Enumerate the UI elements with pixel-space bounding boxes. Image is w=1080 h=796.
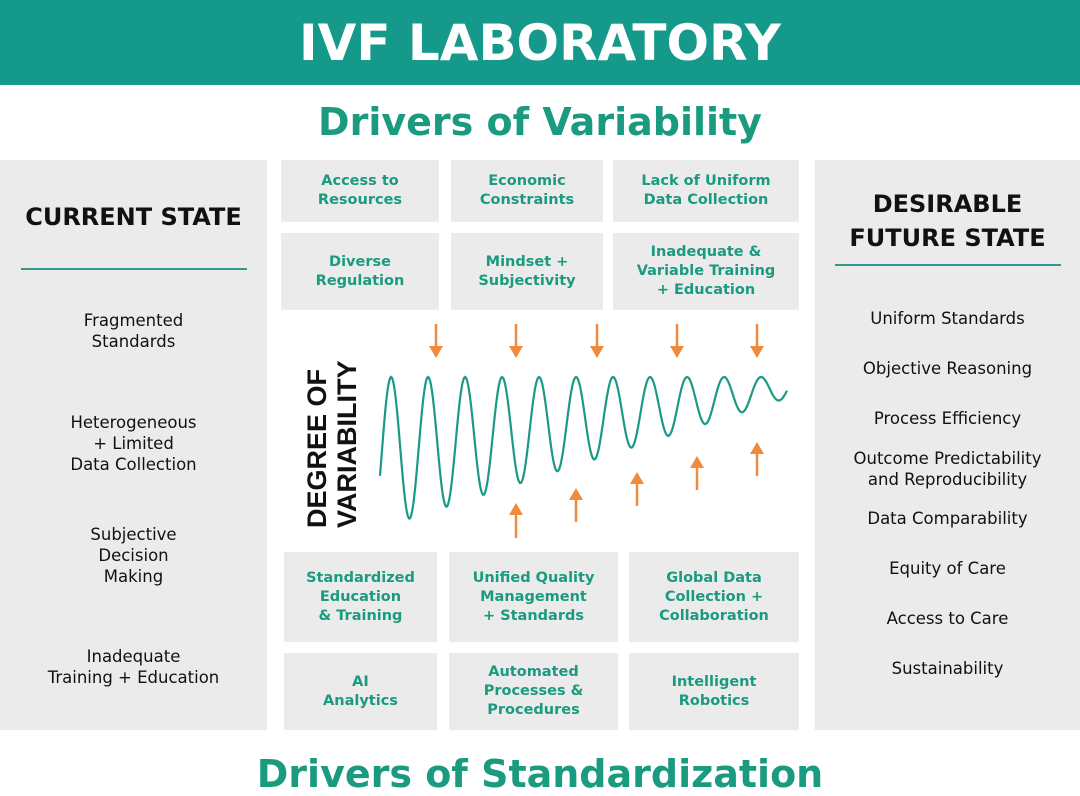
up-arrow-icon <box>630 472 644 484</box>
standardization-driver-box: AI Analytics <box>284 653 437 730</box>
standardization-title: Drivers of Standardization <box>256 752 824 796</box>
future-state-item: Objective Reasoning <box>862 359 1033 378</box>
axis-label-line2: VARIABILITY <box>332 361 360 529</box>
variability-wave <box>378 375 788 520</box>
future-state-title: DESIRABLE FUTURE STATE <box>849 190 1046 252</box>
future-state-item: Data Comparability <box>867 509 1028 528</box>
standardization-driver-box: Automated Processes & Procedures <box>449 653 618 730</box>
variability-title: Drivers of Variability <box>318 100 762 144</box>
current-state-item: Fragmented Standards <box>83 311 184 351</box>
future-state-item: Process Efficiency <box>873 409 1022 428</box>
up-arrow-icon <box>750 442 764 454</box>
future-state-item: Sustainability <box>891 659 1004 678</box>
page-title: IVF LABORATORY <box>299 13 781 72</box>
up-arrow-icon <box>569 488 583 500</box>
standardization-driver-box: Global Data Collection + Collaboration <box>629 552 799 642</box>
divider <box>834 264 1061 266</box>
axis-label: DEGREE OF VARIABILITY <box>302 361 360 529</box>
down-arrow-icon <box>509 346 523 358</box>
current-state-item: Heterogeneous + Limited Data Collection <box>70 413 197 474</box>
current-state-title: CURRENT STATE <box>25 203 242 231</box>
future-state-panel: DESIRABLE FUTURE STATE Uniform Standards… <box>815 160 1080 730</box>
variability-driver-box: Mindset + Subjectivity <box>451 233 603 310</box>
down-arrow-icon <box>590 346 604 358</box>
divider <box>20 268 247 270</box>
up-arrow-icon <box>690 456 704 468</box>
up-arrow-icon <box>509 503 523 515</box>
current-state-panel: CURRENT STATE Fragmented Standards Heter… <box>0 160 267 730</box>
down-arrow-icon <box>750 346 764 358</box>
standardization-driver-box: Unified Quality Management + Standards <box>449 552 618 642</box>
axis-label-line1: DEGREE OF <box>302 369 332 528</box>
variability-driver-box: Lack of Uniform Data Collection <box>613 160 799 222</box>
future-state-item: Equity of Care <box>889 559 1006 578</box>
current-state-item: Inadequate Training + Education <box>47 647 220 687</box>
down-arrow-icon <box>429 346 443 358</box>
future-state-item: Uniform Standards <box>870 309 1025 328</box>
variability-driver-box: Inadequate & Variable Training + Educati… <box>613 233 799 310</box>
variability-driver-box: Access to Resources <box>281 160 439 222</box>
variability-driver-box: Economic Constraints <box>451 160 603 222</box>
current-state-item: Subjective Decision Making <box>90 525 177 586</box>
standardization-driver-box: Intelligent Robotics <box>629 653 799 730</box>
future-state-item: Outcome Predictability and Reproducibili… <box>853 449 1042 489</box>
down-arrow-icon <box>670 346 684 358</box>
header-banner: IVF LABORATORY <box>0 0 1080 85</box>
future-state-item: Access to Care <box>886 609 1009 628</box>
standardization-driver-box: Standardized Education & Training <box>284 552 437 642</box>
variability-driver-box: Diverse Regulation <box>281 233 439 310</box>
